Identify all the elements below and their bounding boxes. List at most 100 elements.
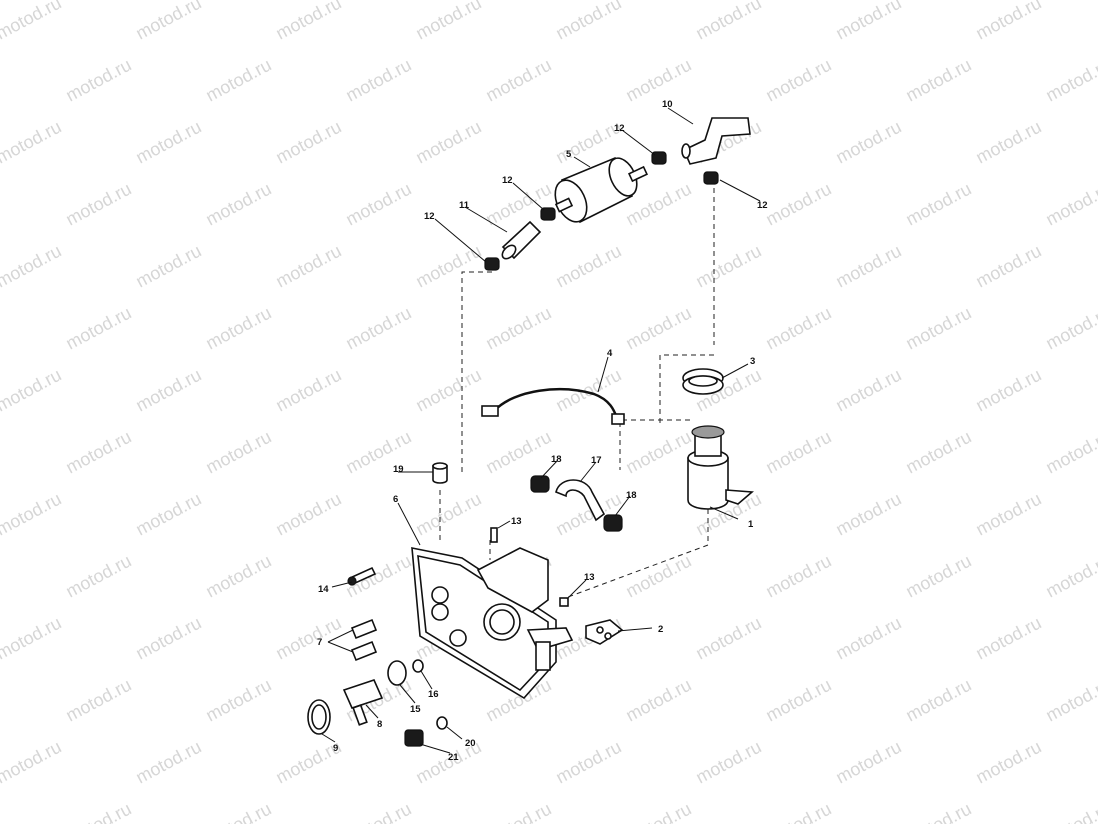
callout-15: 15 [410, 704, 421, 715]
callout-18b: 18 [626, 490, 637, 501]
callout-8: 8 [377, 719, 382, 730]
watermark-text: motod.ru [62, 55, 134, 106]
watermark-text: motod.ru [0, 241, 65, 292]
watermark-text: motod.ru [972, 613, 1044, 664]
callout-18a: 18 [551, 454, 562, 465]
o-rings [387, 659, 424, 686]
watermark-text: motod.ru [902, 179, 974, 230]
watermark-text: motod.ru [202, 675, 274, 726]
callout-10: 10 [662, 99, 673, 110]
watermark-text: motod.ru [412, 241, 484, 292]
watermark-text: motod.ru [622, 551, 694, 602]
hose-curved [555, 479, 606, 522]
screws [490, 527, 569, 607]
watermark-text: motod.ru [0, 365, 65, 416]
callout-6: 6 [393, 494, 398, 505]
watermark-text: motod.ru [0, 0, 65, 44]
callout-4: 4 [607, 348, 613, 359]
watermark-text: motod.ru [762, 55, 834, 106]
watermark-text: motod.ru [762, 179, 834, 230]
watermark-text: motod.ru [62, 179, 134, 230]
wire-harness [481, 388, 625, 425]
watermark-text: motod.ru [62, 551, 134, 602]
watermark-text: motod.ru [482, 55, 554, 106]
watermark-text: motod.ru [342, 799, 414, 824]
watermark-text: motod.ru [0, 489, 65, 540]
watermark-text: motod.ru [272, 613, 344, 664]
clamps [484, 151, 719, 271]
watermark-text: motod.ru [832, 613, 904, 664]
watermark-text: motod.ru [0, 613, 65, 664]
callout-2: 2 [658, 624, 663, 635]
watermark-text: motod.ru [972, 241, 1044, 292]
mounting-plate [411, 547, 574, 700]
callout-7: 7 [317, 637, 322, 648]
watermark-text: motod.ru [62, 303, 134, 354]
watermark-text: motod.ru [412, 117, 484, 168]
watermark-text: motod.ru [902, 675, 974, 726]
watermark-text: motod.ru [0, 117, 65, 168]
watermark-text: motod.ru [272, 241, 344, 292]
watermark-text: motod.ru [552, 737, 624, 788]
watermark-text: motod.ru [482, 427, 554, 478]
watermark-text: motod.ru [902, 303, 974, 354]
watermark-text: motod.ru [202, 179, 274, 230]
valve [342, 679, 384, 726]
watermark-text: motod.ru [972, 737, 1044, 788]
watermark-text: motod.ru [902, 799, 974, 824]
watermark-text: motod.ru [762, 303, 834, 354]
hose-bent [681, 117, 751, 165]
watermark-text: motod.ru [832, 241, 904, 292]
watermark-text: motod.ru [132, 117, 204, 168]
watermark-text: motod.ru [132, 365, 204, 416]
watermark-text: motod.ru [62, 675, 134, 726]
watermark-text: motod.ru [482, 303, 554, 354]
watermark-text: motod.ru [622, 55, 694, 106]
callout-20: 20 [465, 738, 476, 749]
callout-11: 11 [459, 200, 470, 211]
hose-short [501, 220, 542, 260]
watermark-text: motod.ru [1042, 303, 1098, 354]
fuel-pump [687, 425, 754, 510]
watermark-text: motod.ru [342, 303, 414, 354]
watermark-text: motod.ru [622, 427, 694, 478]
watermark-text: motod.ru [692, 0, 764, 44]
callout-5: 5 [566, 149, 572, 160]
watermark-text: motod.ru [272, 117, 344, 168]
watermark-text: motod.ru [132, 241, 204, 292]
spacer [432, 462, 448, 484]
watermark-text: motod.ru [692, 737, 764, 788]
hose-clamps [530, 475, 623, 532]
callout-12c: 12 [614, 123, 625, 134]
watermark-text: motod.ru [972, 117, 1044, 168]
watermark-text: motod.ru [972, 0, 1044, 44]
watermark-text: motod.ru [202, 427, 274, 478]
watermark-text: motod.ru [1042, 675, 1098, 726]
plug-and-washer [404, 716, 448, 747]
watermark-text: motod.ru [132, 489, 204, 540]
watermark-text: motod.ru [412, 365, 484, 416]
watermark-text: motod.ru [62, 799, 134, 824]
watermark-text: motod.ru [762, 675, 834, 726]
watermark-text: motod.ru [972, 365, 1044, 416]
watermark-text: motod.ru [972, 489, 1044, 540]
seal-ring [682, 368, 724, 395]
callout-13b: 13 [584, 572, 595, 583]
watermark-text: motod.ru [622, 799, 694, 824]
watermark-text: motod.ru [412, 0, 484, 44]
watermark-text: motod.ru [272, 0, 344, 44]
watermark-text: motod.ru [202, 551, 274, 602]
watermark-text: motod.ru [482, 179, 554, 230]
watermark-text: motod.ru [762, 551, 834, 602]
watermark-text: motod.ru [902, 427, 974, 478]
watermark-text: motod.ru [622, 303, 694, 354]
watermark-text: motod.ru [1042, 799, 1098, 824]
watermark-text: motod.ru [832, 117, 904, 168]
watermark-text: motod.ru [482, 799, 554, 824]
watermark-text: motod.ru [762, 427, 834, 478]
callout-14: 14 [318, 584, 329, 595]
watermark-text: motod.ru [202, 55, 274, 106]
watermark-text: motod.ru [552, 241, 624, 292]
